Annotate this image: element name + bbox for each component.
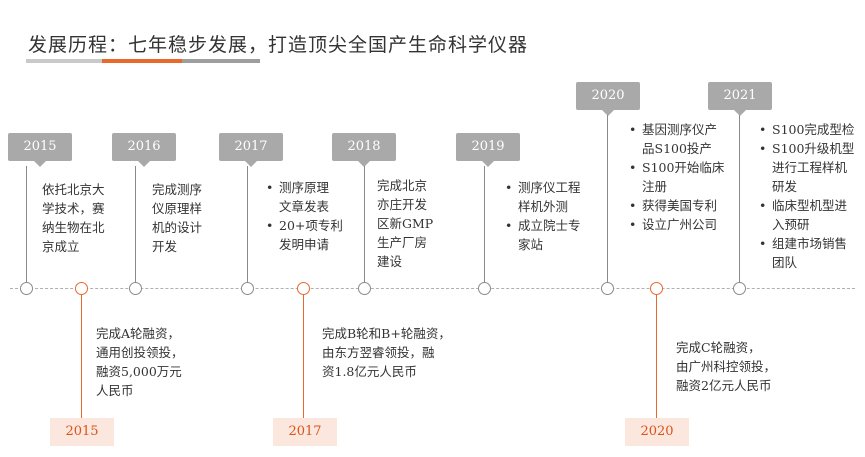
connector-2018 (364, 166, 365, 283)
title-underline-accent (102, 59, 182, 63)
financing-2020: 完成C轮融资，由广州科控领投， 融资2亿元人民币 (676, 340, 777, 393)
financing-node-2015 (75, 282, 88, 295)
connector-2020-top (607, 115, 608, 283)
timeline-node-2020-top (601, 282, 614, 295)
financing-connector-2020 (656, 295, 657, 418)
financing-connector-2015 (81, 295, 82, 418)
timeline-node-2017 (241, 282, 254, 295)
connector-2016 (135, 166, 136, 283)
timeline-node-2016 (129, 282, 142, 295)
financing-node-2020 (650, 282, 663, 295)
year-label-2021: 2021 (708, 82, 772, 116)
year-label-2018: 2018 (332, 133, 396, 167)
financing-connector-2017 (303, 295, 304, 418)
connector-2019 (484, 166, 485, 283)
timeline-node-2021 (733, 282, 746, 295)
financing-2015: 完成A轮融资，通用创投领投， 融资5,000万元人民币 (96, 326, 184, 398)
connector-2017 (247, 166, 248, 283)
connector-2021 (739, 115, 740, 283)
financing-2017: 完成B轮和B+轮融资，由东方翌睿领投，融 资1.8亿元人民币 (322, 326, 451, 379)
milestone-2016: 完成测序仪原理样 机的设计开发 (152, 182, 203, 254)
year-label-2019: 2019 (456, 133, 520, 167)
financing-year-2015: 2015 (50, 418, 114, 446)
financing-node-2017 (297, 282, 310, 295)
financing-year-2020: 2020 (625, 418, 689, 446)
year-label-2015: 2015 (8, 133, 72, 167)
title-underline-gray-left (26, 59, 102, 63)
year-label-2017: 2017 (219, 133, 283, 167)
financing-year-2017: 2017 (273, 418, 337, 446)
timeline-node-2019 (478, 282, 491, 295)
timeline-axis (10, 288, 855, 289)
year-label-2016: 2016 (112, 133, 176, 167)
timeline-node-2015 (20, 282, 33, 295)
timeline-node-2018 (358, 282, 371, 295)
year-label-2020-top: 2020 (576, 82, 640, 116)
page-title: 发展历程：七年稳步发展，打造顶尖全国产生命科学仪器 (28, 34, 529, 56)
connector-2015 (26, 166, 27, 283)
title-underline-gray-right (182, 59, 260, 63)
milestone-2015: 依托北京大学技术，赛 纳生物在北京成立 (42, 182, 105, 254)
